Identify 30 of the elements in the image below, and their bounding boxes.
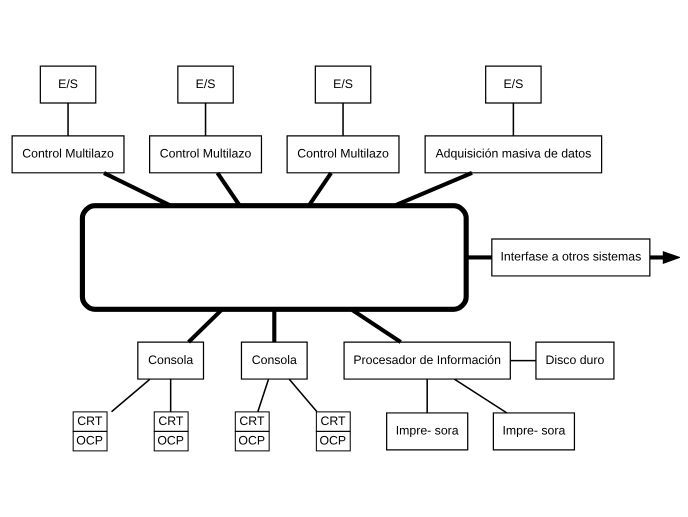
node-box: E/S: [485, 66, 542, 104]
node-box: Consola: [137, 342, 204, 380]
node-box: Disco duro: [535, 342, 615, 380]
connector: [466, 255, 492, 260]
connector: [257, 379, 270, 412]
node-box: E/S: [40, 66, 96, 104]
node-box: E/S: [177, 66, 234, 104]
connector: [111, 378, 150, 412]
node-box: Impre- sora: [386, 412, 468, 450]
node-box: [80, 203, 469, 312]
node-box: Impre- sora: [492, 412, 576, 450]
node-box: Consola: [240, 342, 308, 380]
connector: [288, 378, 318, 412]
connector: [510, 360, 536, 362]
node-box: Control Multilazo: [286, 135, 400, 174]
node-box: Procesador de Información: [343, 342, 511, 380]
connector: [426, 379, 428, 412]
connector: [204, 103, 206, 136]
node-box: Adquisición masiva de datos: [424, 135, 602, 174]
connector: [272, 309, 276, 342]
connector: [67, 103, 69, 136]
node-box: E/S: [314, 66, 372, 104]
connector: [342, 103, 344, 136]
node-box: Control Multilazo: [12, 135, 125, 174]
node-box: Control Multilazo: [149, 135, 262, 174]
connector: [170, 379, 172, 412]
connector: [454, 378, 508, 414]
connector: [512, 103, 514, 136]
arrow: [650, 251, 680, 264]
node-box: Interfase a otros sistemas: [491, 238, 650, 277]
